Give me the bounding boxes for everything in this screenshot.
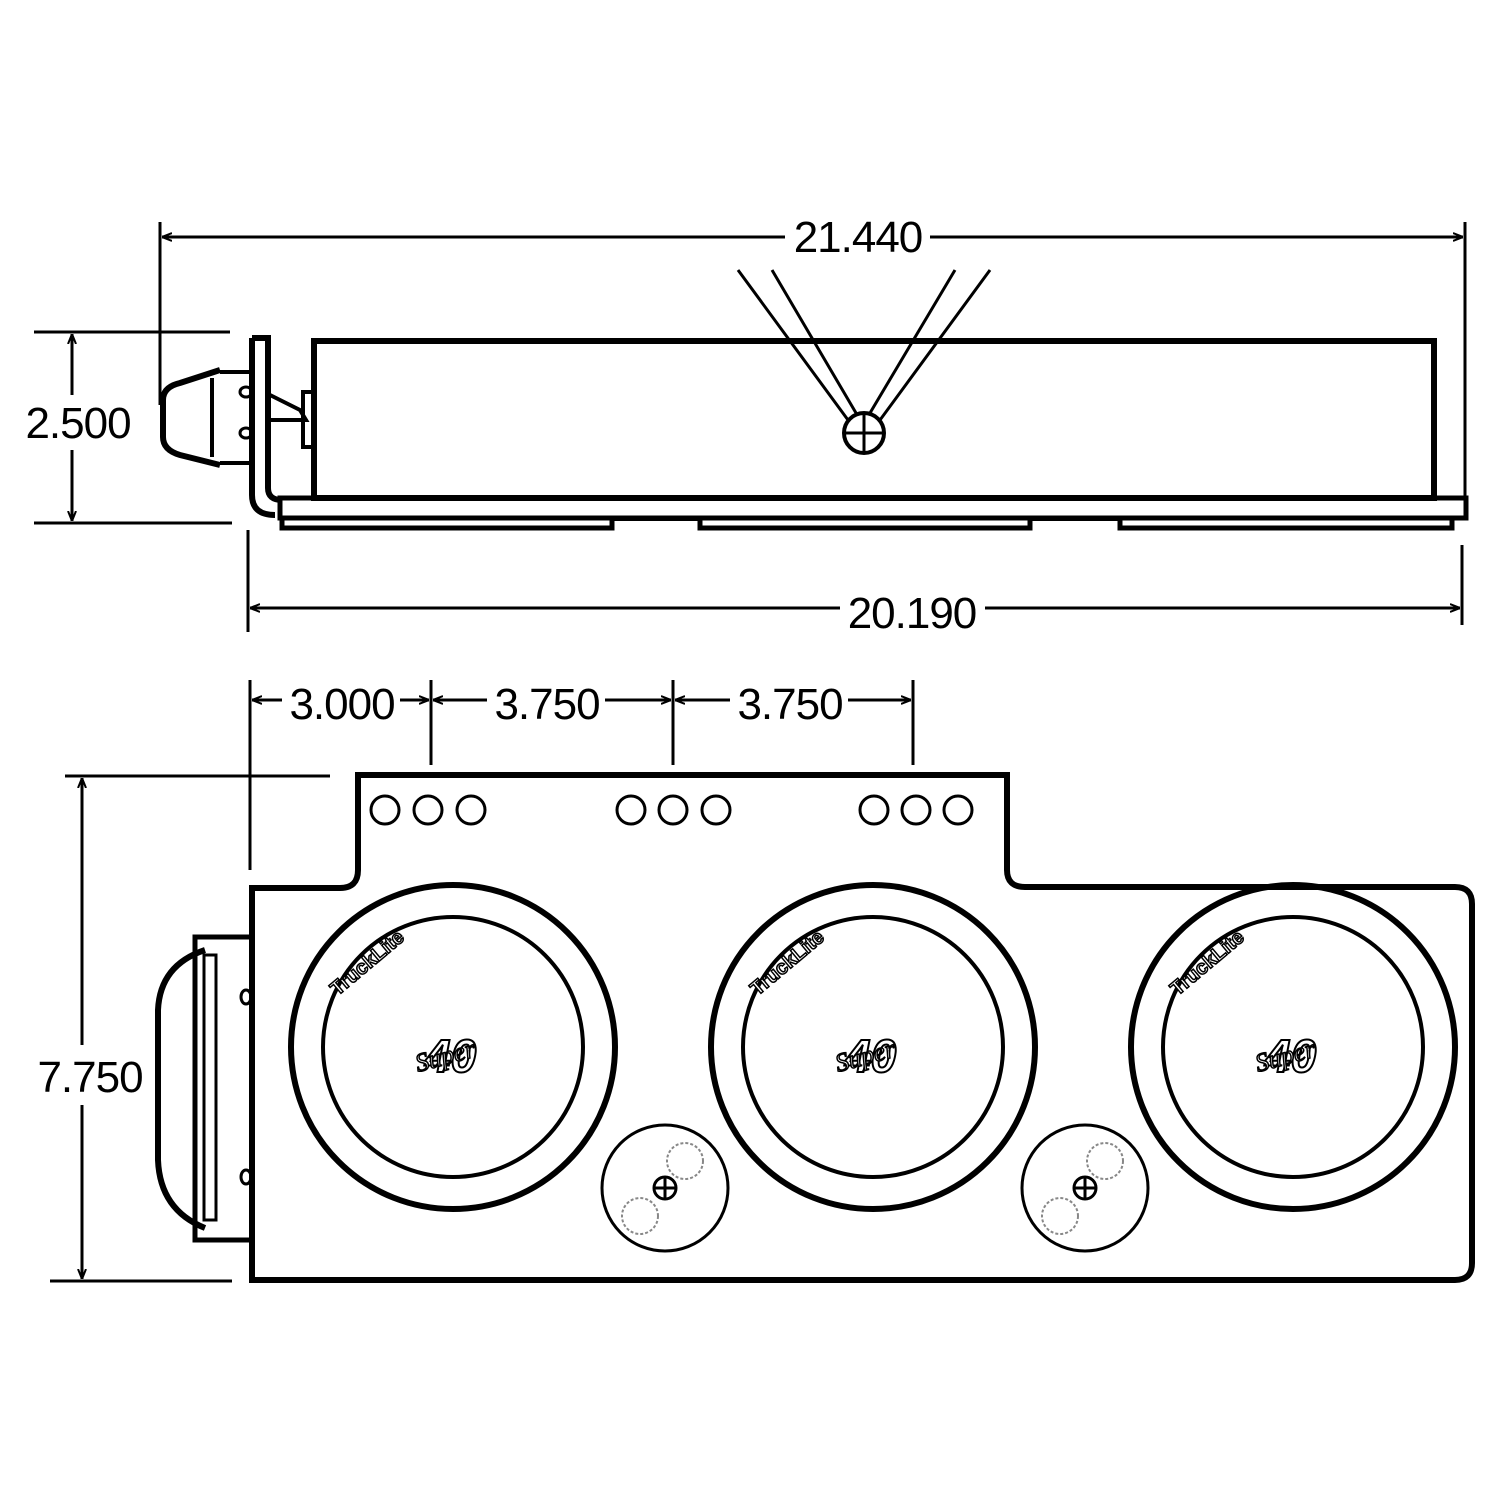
reflector-left [600,1123,730,1253]
lamp-left [291,885,615,1209]
mounting-panel [249,772,1475,1283]
height-label: 2.500 [25,399,130,448]
front-view: 3.000 3.750 3.750 7.750 [37,680,1475,1283]
overall-length-label: 21.440 [794,213,923,262]
side-marker-lens [155,947,207,1231]
mounting-holes [369,794,974,826]
base-length-label: 20.190 [848,589,977,638]
spacing-1-label: 3.000 [289,680,394,729]
spacing-3-label: 3.750 [737,680,842,729]
spacing-2-label: 3.750 [494,680,599,729]
lamp-right [1131,885,1455,1209]
connector [160,367,221,468]
lamp-center [711,885,1035,1209]
overall-height-label: 7.750 [37,1053,142,1102]
reflector-right [1020,1123,1150,1253]
top-view: 21.440 2.500 20.190 [25,212,1469,638]
